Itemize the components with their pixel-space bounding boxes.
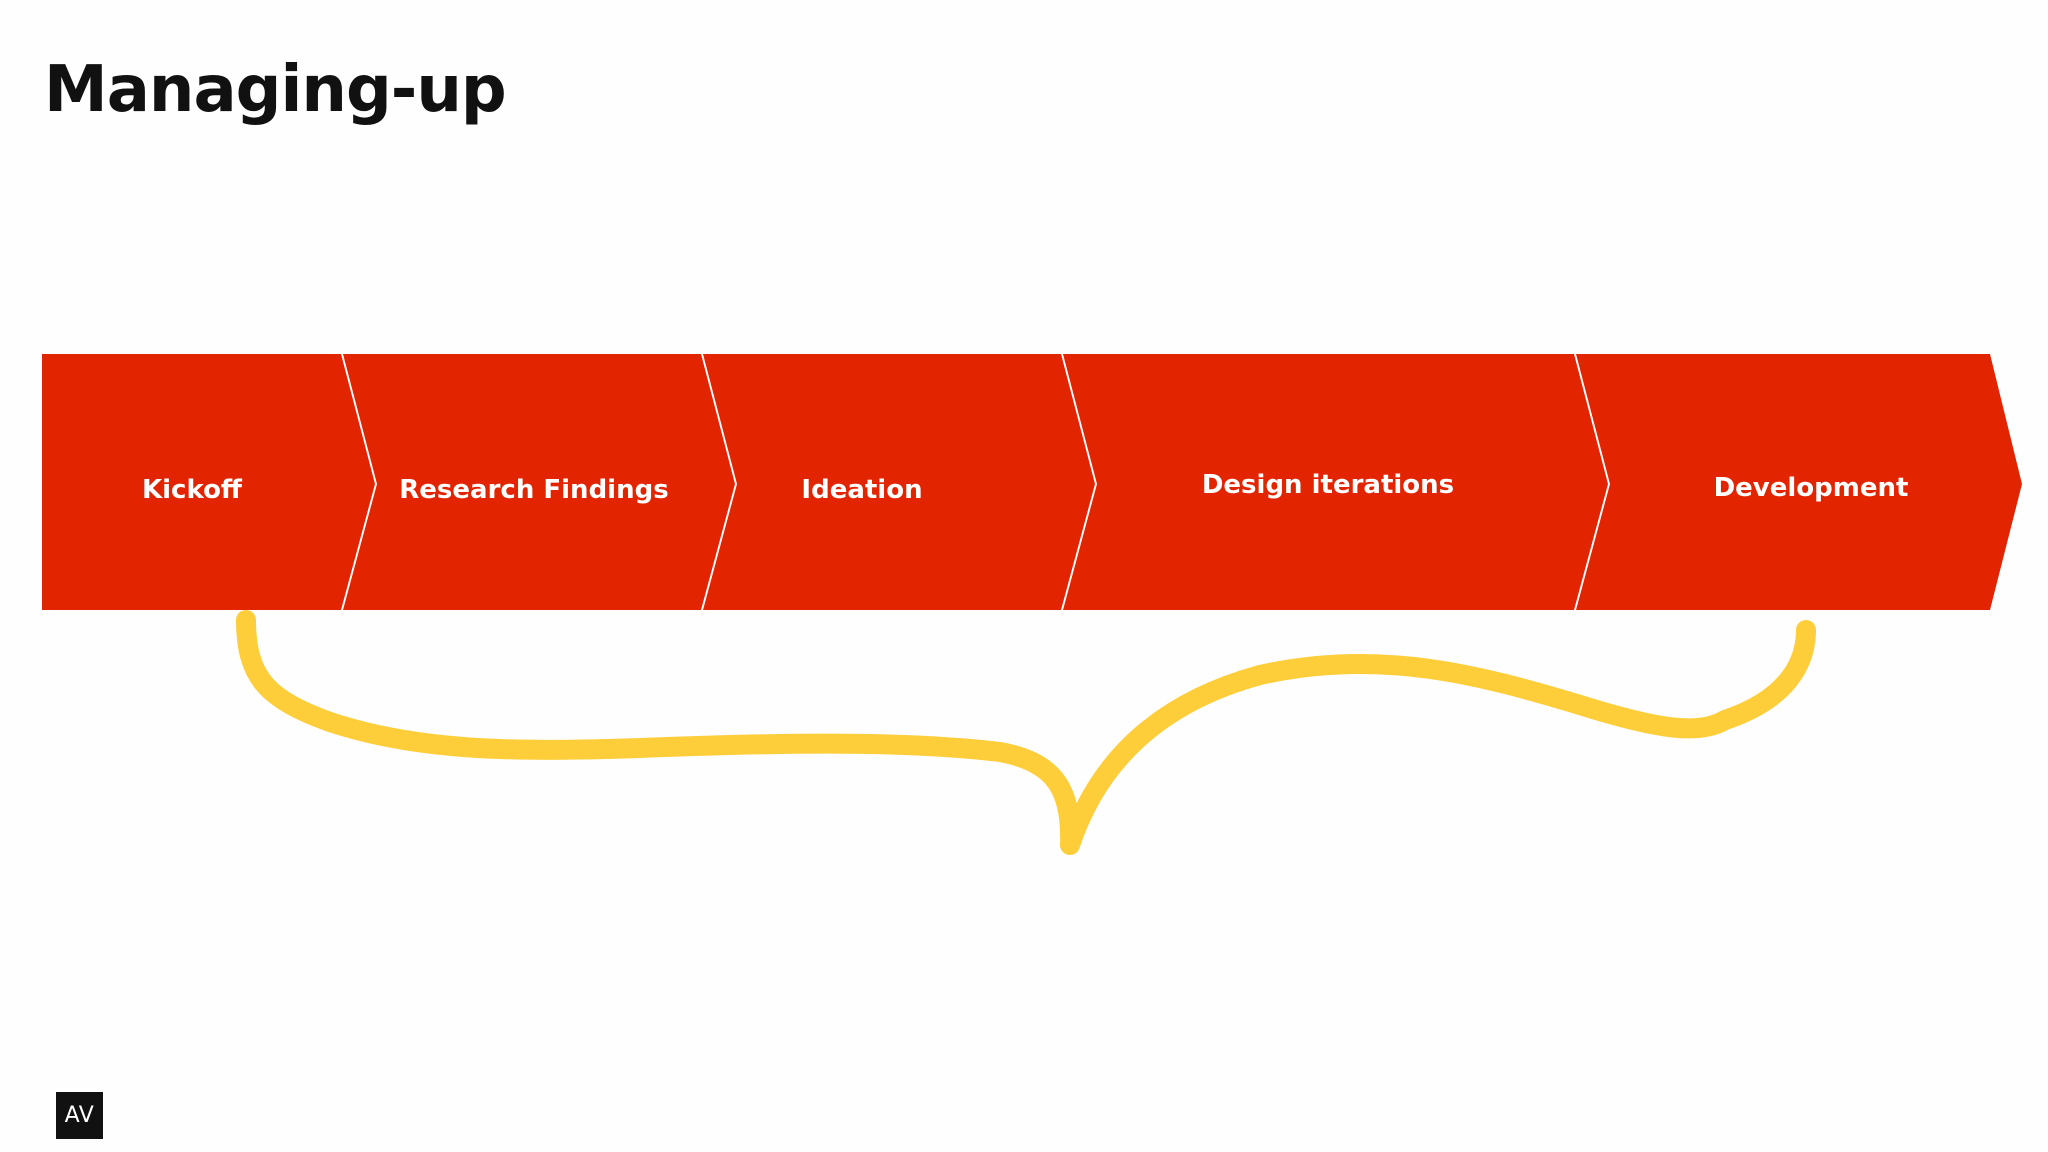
stage-label: Development (1714, 473, 1909, 503)
stage-design-iterations: Design iterations (1063, 354, 1608, 610)
av-logo: AV (56, 1092, 103, 1139)
stage-shape (1063, 354, 1608, 610)
curly-brace (236, 610, 1816, 855)
stage-ideation: Ideation (703, 354, 1095, 610)
stage-shape (343, 354, 735, 610)
stage-label: Kickoff (142, 475, 243, 505)
stage-kickoff: Kickoff (42, 354, 375, 610)
stage-shape (703, 354, 1095, 610)
stage-label: Design iterations (1202, 470, 1454, 500)
stage-shape (42, 354, 375, 610)
slide-title: Managing-up (44, 53, 507, 127)
stage-label: Research Findings (399, 475, 668, 505)
stage-research-findings: Research Findings (343, 354, 735, 610)
stage-label: Ideation (801, 475, 922, 505)
stage-shape (1576, 354, 2022, 610)
stage-development: Development (1576, 354, 2022, 610)
